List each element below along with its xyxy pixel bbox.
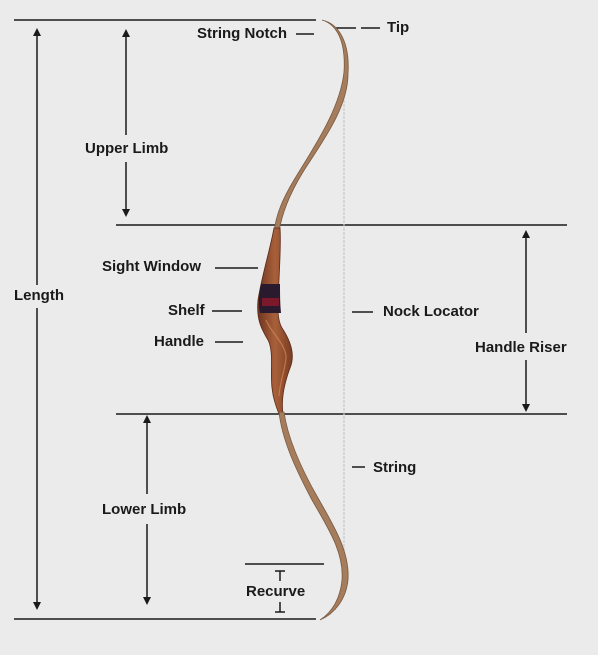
- string-label: String: [373, 459, 417, 476]
- upper-limb-label: Upper Limb: [85, 140, 169, 157]
- length-label: Length: [14, 287, 64, 304]
- recurve-marker-top: [275, 570, 285, 581]
- upper-limb: [273, 19, 349, 233]
- string-notch-label: String Notch: [197, 25, 287, 42]
- handle-riser-body: [257, 227, 293, 415]
- tip-label: Tip: [387, 19, 410, 36]
- riser-highlight: [265, 319, 287, 397]
- handle-label: Handle: [154, 333, 205, 350]
- lower-limb: [278, 411, 349, 621]
- shelf-accent: [262, 298, 279, 306]
- lower-limb-label: Lower Limb: [102, 501, 187, 518]
- sight-window-label: Sight Window: [102, 258, 202, 275]
- recurve-label: Recurve: [246, 583, 306, 600]
- nock-locator-label: Nock Locator: [383, 303, 479, 320]
- recurve-marker-bottom: [275, 602, 285, 613]
- shelf-label: Shelf: [168, 302, 205, 319]
- handle-riser-label: Handle Riser: [475, 339, 567, 356]
